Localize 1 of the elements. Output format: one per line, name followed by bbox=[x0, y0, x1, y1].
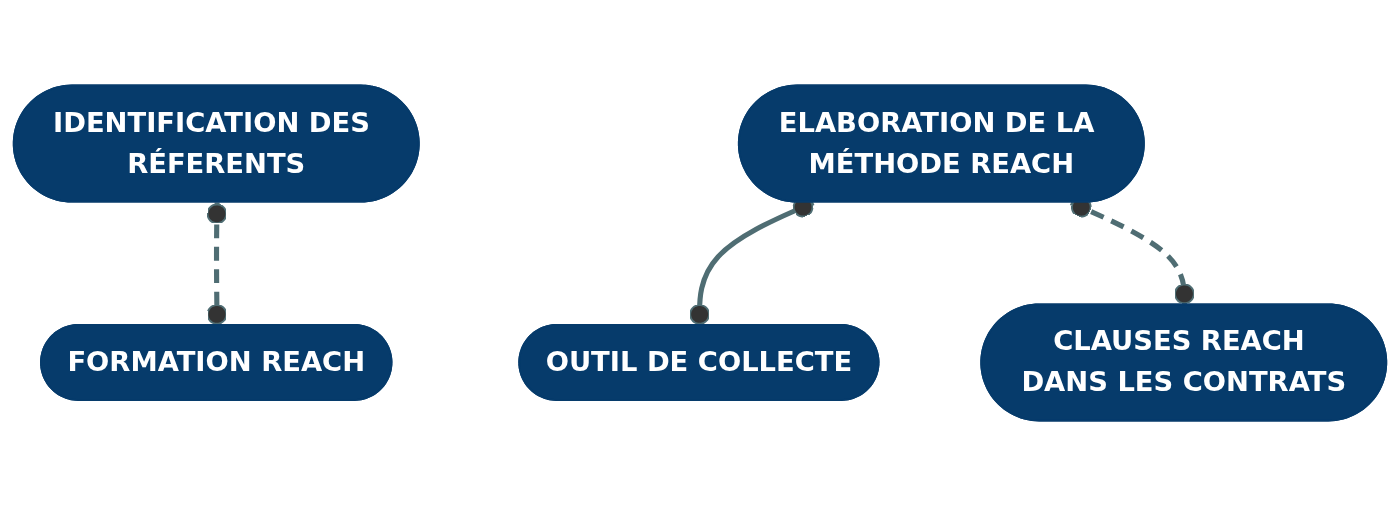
connector bbox=[206, 202, 228, 326]
